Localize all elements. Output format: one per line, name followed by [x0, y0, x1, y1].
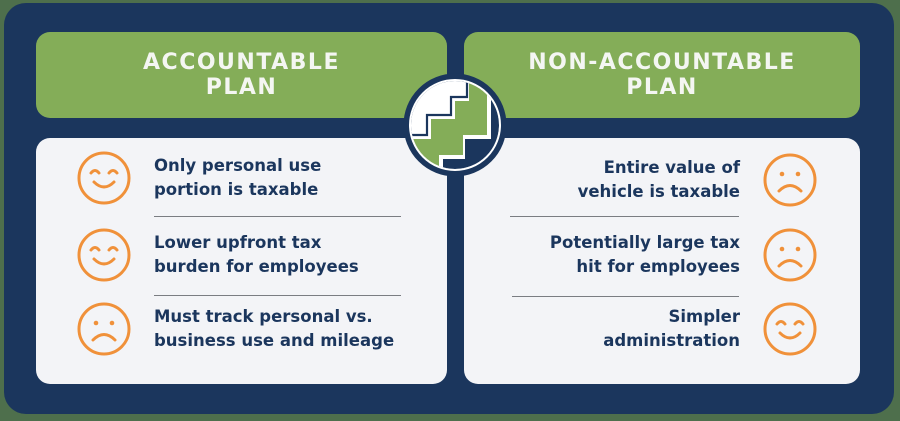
header-title-line2: PLAN	[205, 75, 278, 100]
item-line2: administration	[603, 331, 740, 350]
divider	[154, 295, 401, 296]
list-item: Must track personal vs. business use and…	[76, 301, 394, 357]
header-title-line2: PLAN	[626, 75, 698, 100]
non-accountable-plan-panel: Entire value of vehicle is taxable Poten…	[464, 138, 860, 384]
smile-face-icon	[763, 302, 817, 356]
item-line2: vehicle is taxable	[577, 182, 740, 201]
header-title-line1: ACCOUNTABLE	[143, 50, 340, 75]
item-line1: Simpler	[668, 307, 740, 326]
bottom-connector	[447, 170, 464, 414]
header-title-line1: NON-ACCOUNTABLE	[528, 50, 796, 75]
item-line2: burden for employees	[154, 257, 359, 276]
divider	[512, 296, 739, 297]
list-item: Simpler administration	[603, 301, 818, 357]
item-line1: Entire value of	[603, 158, 740, 177]
frown-face-icon	[763, 228, 817, 282]
list-item: Lower upfront tax burden for employees	[76, 227, 359, 283]
non-accountable-plan-header: NON-ACCOUNTABLE PLAN	[464, 32, 860, 118]
smile-face-icon	[77, 151, 131, 205]
list-item: Potentially large tax hit for employees	[550, 227, 818, 283]
staircase-logo-icon	[403, 73, 507, 177]
accountable-plan-panel: Only personal use portion is taxable Low…	[36, 138, 447, 384]
item-line2: business use and mileage	[154, 331, 395, 350]
divider	[154, 216, 401, 217]
frown-face-icon	[77, 302, 131, 356]
item-line1: Must track personal vs.	[154, 307, 373, 326]
item-line1: Only personal use	[154, 156, 322, 175]
top-connector	[447, 3, 464, 83]
item-line1: Potentially large tax	[549, 233, 740, 252]
item-line2: hit for employees	[576, 257, 740, 276]
list-item: Only personal use portion is taxable	[76, 150, 321, 206]
frown-face-icon	[763, 153, 817, 207]
item-line2: portion is taxable	[154, 180, 319, 199]
item-line1: Lower upfront tax	[154, 233, 322, 252]
smile-face-icon	[77, 228, 131, 282]
list-item: Entire value of vehicle is taxable	[578, 152, 818, 208]
divider	[510, 216, 739, 217]
accountable-plan-header: ACCOUNTABLE PLAN	[36, 32, 447, 118]
